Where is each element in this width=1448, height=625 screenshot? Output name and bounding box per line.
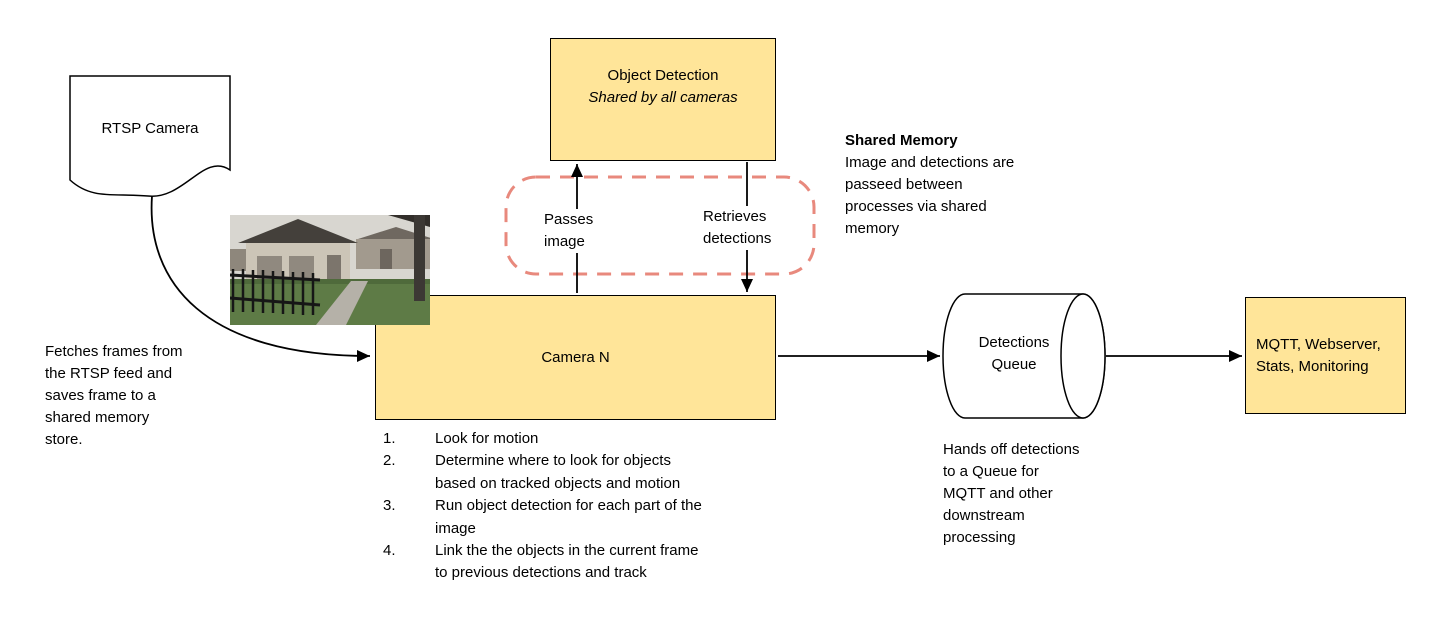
camera-step-text: Link the the objects in the current fram… [435,542,699,582]
camera-step: 1. Look for motion [383,428,702,450]
rtsp-camera-label: RTSP Camera [101,120,199,137]
camera-steps-list: 1. Look for motion 2. Determine where to… [383,428,702,585]
camera-step: 2. Determine where to look for objects b… [383,450,702,495]
rtsp-to-camera-arrow [150,195,371,362]
camera-step-text: Look for motion [435,430,539,447]
camera-step: 4. Link the the objects in the current f… [383,540,702,585]
shared-memory-note-title: Shared Memory [845,132,958,149]
retrieves-detections-label: Retrieves detections [700,206,775,250]
object-detection-title: Object Detection [607,67,719,84]
object-detection-subtitle: Shared by all cameras [588,89,738,106]
camera-snapshot-image [230,215,430,325]
camera-step-text: Run object detection for each part of th… [435,497,702,537]
fetch-frames-note: Fetches frames from the RTSP feed and sa… [45,343,183,448]
camera-step-number: 2. [383,452,396,470]
rtsp-camera-shape [69,75,231,197]
detections-queue-shape [942,293,1106,419]
camera-step: 3. Run object detection for each part of… [383,495,702,540]
camera-n-label: Camera N [541,348,610,366]
detections-queue-label: Detections Queue [978,334,1050,373]
shared-memory-note: Shared Memory Image and detections are p… [845,130,1075,240]
camera-step-number: 4. [383,542,396,560]
camera-step-text: Determine where to look for objects base… [435,452,681,492]
passes-image-label: Passes image [541,209,597,253]
shared-memory-note-body: Image and detections are passeed between… [845,154,1015,237]
outputs-label: MQTT, Webserver, Stats, Monitoring [1256,335,1381,375]
shared-memory-boundary [504,175,816,276]
camera-step-number: 1. [383,430,396,447]
object-detection-node: Object Detection Shared by all cameras [550,38,776,161]
hands-off-note: Hands off detections to a Queue for MQTT… [943,441,1080,546]
outputs-node: MQTT, Webserver, Stats, Monitoring [1245,297,1406,414]
camera-n-node: Camera N [375,295,776,420]
camera-step-number: 3. [383,497,396,515]
